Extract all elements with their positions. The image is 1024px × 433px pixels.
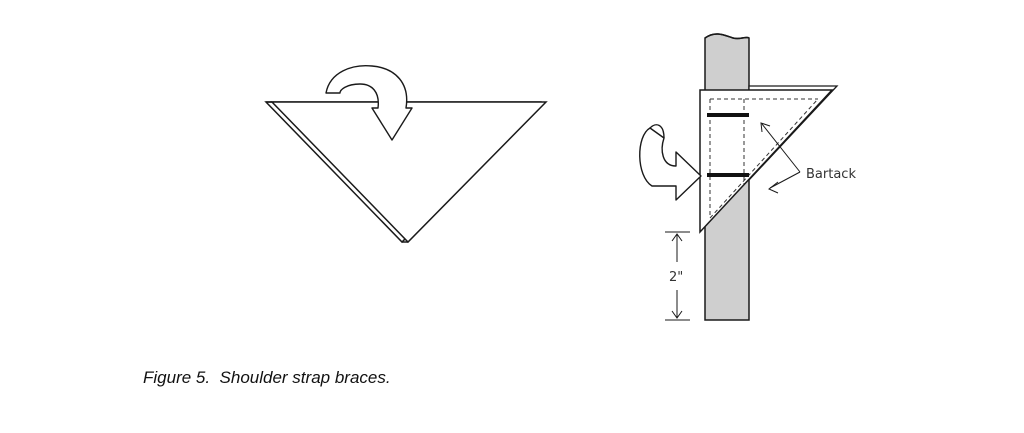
bartack-lower [707, 173, 749, 177]
fold-over-arrow-icon [325, 65, 413, 141]
wrap-around-arrow-icon [639, 127, 702, 201]
dimension-label: 2" [669, 270, 683, 285]
figure-caption: Figure 5. Shoulder strap braces. [143, 368, 391, 387]
bartack-upper [707, 113, 749, 117]
folded-triangle-illustration [264, 65, 548, 244]
strap-with-brace-illustration: Bartack 2" [639, 33, 856, 321]
bartack-callout-arrows [760, 122, 801, 194]
bartack-label: Bartack [806, 167, 856, 182]
dimension-marker [665, 231, 690, 321]
triangle-brace [699, 89, 834, 234]
triangle-front-layer [270, 101, 548, 244]
